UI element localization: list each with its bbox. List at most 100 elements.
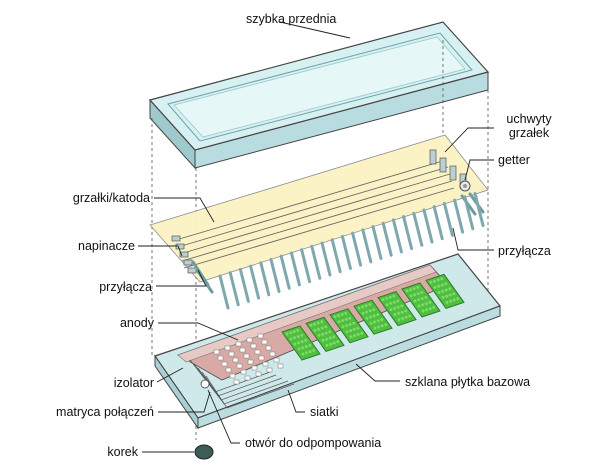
grid-dot [452, 298, 456, 302]
grid-dot [416, 292, 420, 296]
grid-dot [393, 306, 397, 310]
grid-dot [297, 341, 301, 345]
grid-dot [376, 313, 380, 317]
grid-dot [300, 340, 304, 344]
grid-dot [304, 345, 308, 349]
grid-dot [325, 337, 329, 341]
grid-dot [440, 277, 444, 281]
label-insulator: izolator [113, 376, 154, 390]
grid-dot [420, 297, 424, 301]
grid-dot [365, 316, 369, 320]
connector-pin [340, 234, 352, 270]
anode-segment [221, 361, 228, 367]
grid-dot [352, 327, 356, 331]
grid-dot [304, 338, 308, 342]
connector-pin [218, 274, 230, 310]
connector-pin [453, 198, 465, 234]
connector-pin [269, 258, 281, 293]
grid-dot [409, 294, 413, 298]
grid-dot [393, 313, 397, 317]
grid-dot [449, 299, 453, 303]
grid-dot [401, 316, 405, 320]
grid-dot [332, 341, 336, 345]
grid-dot [296, 335, 300, 339]
grid-dot [385, 296, 389, 300]
grid-dot [349, 335, 353, 339]
anode-segment [265, 345, 272, 351]
anode-segment [254, 349, 261, 355]
grid-dot [376, 319, 380, 323]
grid-dot [421, 309, 425, 313]
connector-pin [391, 218, 403, 254]
grid-dot [424, 302, 428, 306]
grid-dot [328, 336, 332, 340]
assembly-guides [151, 40, 489, 440]
grid-dot [348, 316, 352, 320]
grid-dot [312, 348, 316, 352]
grid-dot [424, 295, 428, 299]
connector-pin [310, 244, 322, 280]
label-heaters-cathode: grzałki/katoda [72, 191, 150, 205]
anode-segment [246, 337, 253, 343]
connector-pin [463, 195, 475, 231]
grid-dot [328, 330, 332, 334]
grid-dot [360, 331, 364, 335]
connector-pins [218, 192, 485, 310]
label-base-plate: szklana płytka bazowa [405, 375, 531, 389]
label-connectors-left: przyłącza [99, 280, 152, 294]
grid-dot [344, 317, 348, 321]
grid-dot [324, 325, 328, 329]
grid-dot [373, 326, 377, 330]
grid-dot [445, 300, 449, 304]
anode-segment [255, 371, 262, 377]
label-grids: siatki [310, 405, 339, 419]
grid-dot [320, 326, 324, 330]
anode-segment [247, 359, 254, 365]
connector-pin [402, 215, 414, 251]
grid-dot [352, 321, 356, 325]
grid-dot [300, 333, 304, 337]
label-heater-holders: uchwyty grzałek [498, 112, 560, 140]
grid-dot [344, 311, 348, 315]
connector-pin [300, 248, 312, 284]
connector-pin [361, 228, 373, 264]
grid-dot [433, 279, 437, 283]
grid-dot [369, 315, 373, 319]
grid-dot [405, 289, 409, 293]
anode-segment [240, 369, 247, 375]
connector-pin [473, 192, 485, 227]
grid-dot [368, 309, 372, 313]
grid-dot [336, 340, 340, 344]
grid-dot [332, 335, 336, 339]
anode-segment [250, 343, 257, 349]
connector-pin [330, 238, 342, 274]
grid-dot [404, 315, 408, 319]
label-tensioners: napinacze [78, 239, 135, 253]
anode-segment [258, 355, 265, 361]
label-heater-holders-line2: grzałek [508, 126, 550, 140]
grid-dot [372, 314, 376, 318]
grid-dot [308, 343, 312, 347]
anode-segments [213, 333, 284, 385]
grid-dot [381, 298, 385, 302]
connector-pin [412, 211, 424, 247]
grid-dot [400, 310, 404, 314]
grid-dot [377, 325, 381, 329]
anode-segment [266, 367, 273, 373]
label-pump-hole: otwór do odpompowania [245, 436, 382, 450]
grid-dot [305, 351, 309, 355]
grid-dot [433, 285, 437, 289]
grid-dot [388, 295, 392, 299]
grid-dot [313, 328, 317, 332]
grid-dot [296, 328, 300, 332]
grid-dot [437, 290, 441, 294]
grid-dot [321, 332, 325, 336]
grid-dot [392, 300, 396, 304]
label-connectors-right: przyłącza [498, 244, 551, 258]
grid-dot [293, 336, 297, 340]
grid-dot [345, 330, 349, 334]
anode-segment [251, 365, 258, 371]
connector-pin [249, 264, 261, 300]
grid-dot [329, 342, 333, 346]
